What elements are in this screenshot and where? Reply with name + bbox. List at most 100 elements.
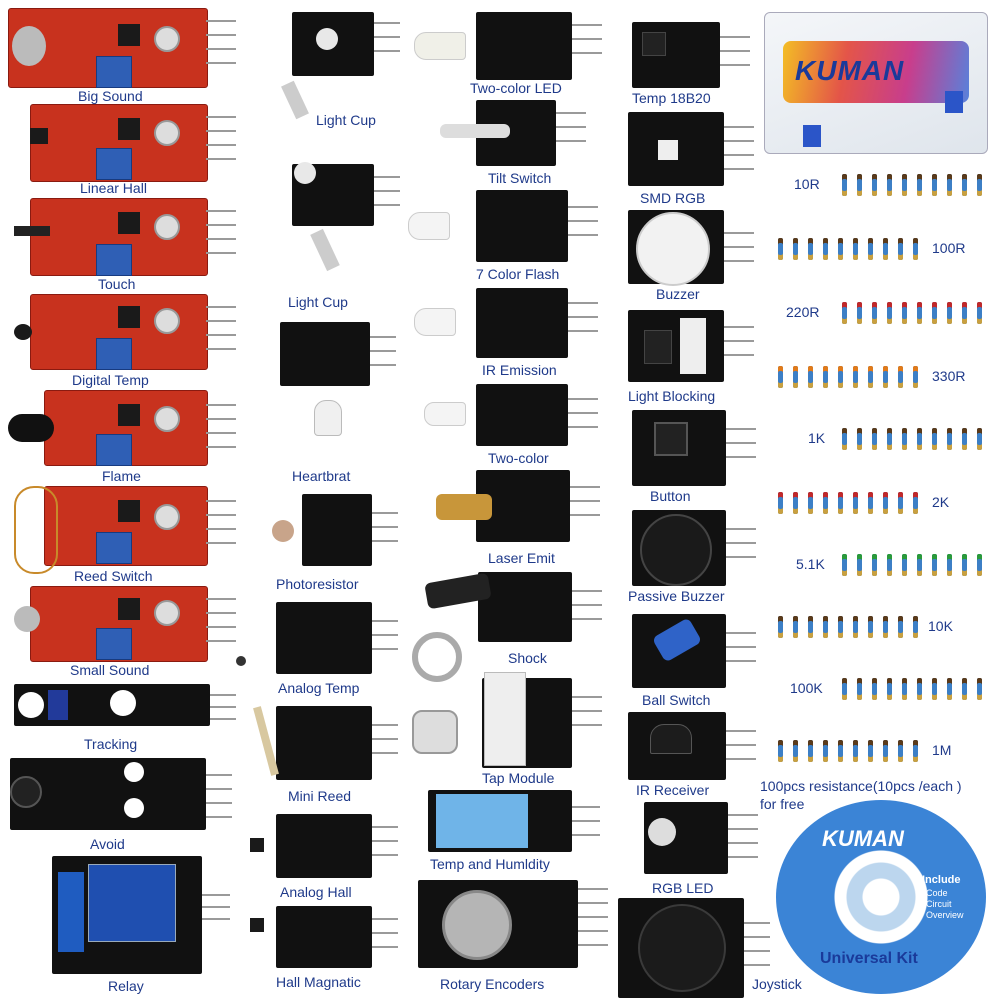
module-label: Tap Module	[482, 770, 555, 786]
module-label: Light Cup	[316, 112, 376, 128]
resistor	[842, 548, 847, 582]
module-label: Buzzer	[656, 286, 700, 302]
module-label: Relay	[108, 978, 144, 994]
resistor-row: 5.1K	[0, 548, 1000, 582]
resistor	[913, 734, 918, 768]
module-label: Heartbrat	[292, 468, 351, 484]
resistor	[872, 422, 877, 456]
resistor-label: 100R	[932, 240, 966, 256]
resistor	[838, 610, 843, 644]
module-label: Two-color LED	[470, 80, 562, 96]
resistor	[962, 168, 967, 202]
resistor	[857, 422, 862, 456]
resistor-note-2: for free	[760, 796, 805, 812]
resistor	[913, 232, 918, 266]
resistor-label: 2K	[932, 494, 950, 510]
resistor-row: 100R	[0, 232, 1000, 266]
resistor-label: 5.1K	[796, 556, 825, 572]
module-label: IR Receiver	[636, 782, 710, 798]
resistor	[853, 486, 858, 520]
resistor	[947, 422, 952, 456]
resistor	[887, 422, 892, 456]
cd-title: Universal Kit	[820, 950, 918, 967]
resistor	[977, 422, 982, 456]
module-label: Tracking	[84, 736, 138, 752]
resistor	[793, 734, 798, 768]
resistor	[902, 548, 907, 582]
resistor-label: 100K	[790, 680, 823, 696]
resistor-row: 10R	[0, 168, 1000, 202]
resistor	[962, 548, 967, 582]
resistor	[887, 672, 892, 706]
resistor	[868, 360, 873, 394]
resistor-label: 1M	[932, 742, 952, 758]
resistor	[902, 168, 907, 202]
module-label: Avoid	[90, 836, 125, 852]
resistor	[947, 548, 952, 582]
resistor-row: 220R	[0, 296, 1000, 330]
resistor	[853, 232, 858, 266]
module-label: Joystick	[752, 976, 802, 992]
resistor	[947, 296, 952, 330]
resistor	[808, 232, 813, 266]
resistor	[868, 734, 873, 768]
resistor	[842, 422, 847, 456]
resistor	[857, 548, 862, 582]
cd-include-code: Code	[926, 888, 948, 898]
resistor	[898, 734, 903, 768]
resistor	[898, 232, 903, 266]
resistor	[902, 296, 907, 330]
resistor	[932, 422, 937, 456]
resistor	[932, 168, 937, 202]
cd-disc: KUMAN Include Code Circuit Overview Univ…	[776, 800, 986, 994]
resistor	[887, 548, 892, 582]
resistor	[823, 360, 828, 394]
resistor	[917, 296, 922, 330]
resistor	[977, 672, 982, 706]
resistor	[808, 610, 813, 644]
resistor-row: 100K	[0, 672, 1000, 706]
module-label: Two-color	[488, 450, 549, 466]
resistor	[823, 610, 828, 644]
resistor	[898, 360, 903, 394]
resistor	[977, 296, 982, 330]
resistor	[883, 232, 888, 266]
resistor-row: 2K	[0, 486, 1000, 520]
resistor	[778, 610, 783, 644]
module-label: RGB LED	[652, 880, 714, 896]
resistor	[823, 486, 828, 520]
resistor	[842, 296, 847, 330]
resistor	[872, 548, 877, 582]
resistor	[823, 734, 828, 768]
resistor	[808, 360, 813, 394]
brand-logo: KUMAN	[795, 55, 905, 86]
module-label: Rotary Encoders	[440, 976, 545, 992]
module-label: IR Emission	[482, 362, 557, 378]
resistor	[883, 610, 888, 644]
resistor-label: 1K	[808, 430, 826, 446]
resistor	[917, 422, 922, 456]
resistor	[868, 610, 873, 644]
resistor	[857, 168, 862, 202]
resistor	[808, 734, 813, 768]
resistor	[853, 610, 858, 644]
resistor	[778, 360, 783, 394]
resistor	[823, 232, 828, 266]
resistor-label: 10R	[794, 176, 820, 192]
module-label: Analog Hall	[280, 884, 352, 900]
module-label: Tilt Switch	[488, 170, 552, 186]
resistor	[868, 486, 873, 520]
resistor	[932, 296, 937, 330]
resistor	[887, 296, 892, 330]
resistor	[872, 672, 877, 706]
module-label: Laser Emit	[488, 550, 555, 566]
resistor	[932, 672, 937, 706]
resistor	[902, 672, 907, 706]
resistor	[932, 548, 937, 582]
cd-include-circuit: Circuit	[926, 899, 952, 909]
resistor	[842, 672, 847, 706]
resistor-row: 1K	[0, 422, 1000, 456]
resistor-row: 1M	[0, 734, 1000, 768]
module-label: Temp and Humldity	[430, 856, 550, 872]
resistor	[883, 486, 888, 520]
